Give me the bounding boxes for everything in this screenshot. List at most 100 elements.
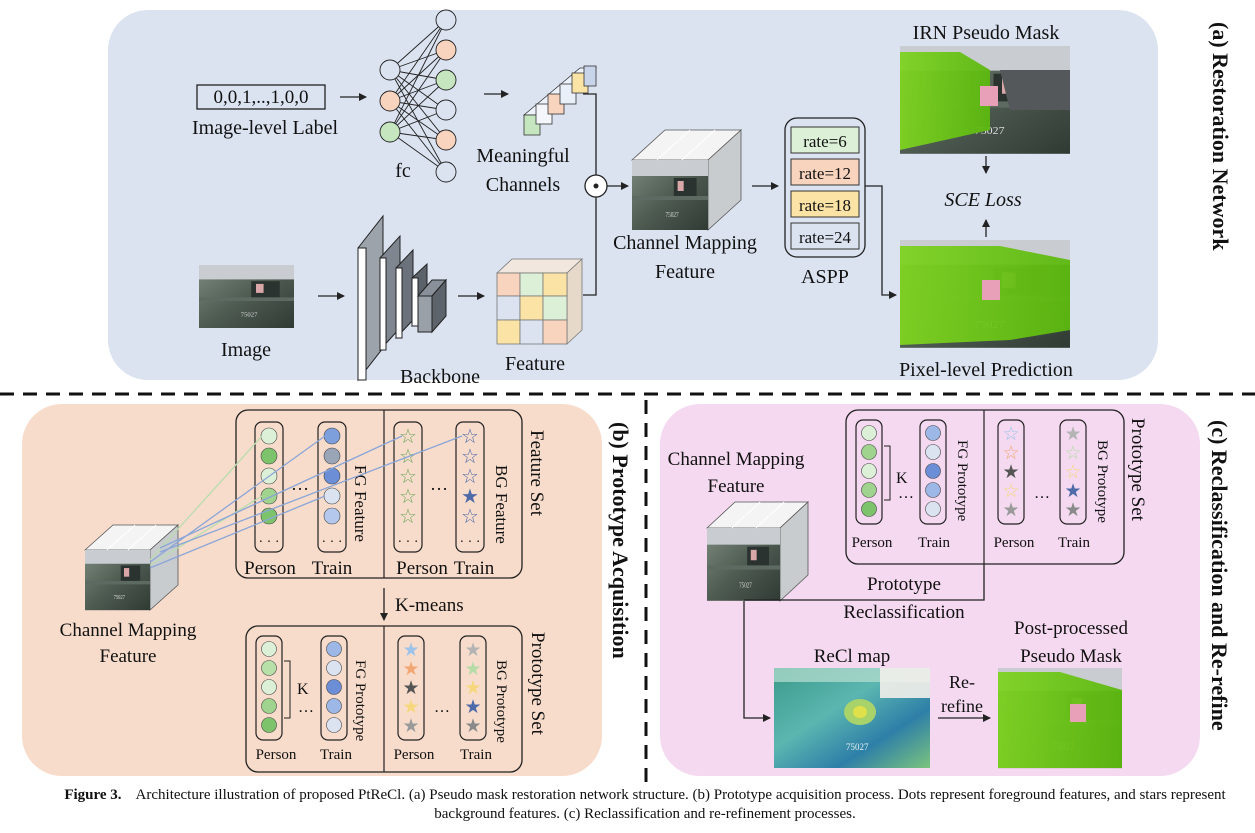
cmf-cube-b [83, 524, 180, 611]
train-bgproto-c-label: Train [1058, 535, 1090, 551]
svg-text:★: ★ [402, 697, 419, 718]
backbone-text: Backbone [400, 366, 480, 388]
label-vector-text: 0,0,1,..,1,0,0 [214, 87, 309, 108]
irn-mask-image [900, 46, 1070, 154]
fc-network [379, 9, 457, 183]
train-feature-column [317, 421, 347, 553]
prototype-set-c-frame [845, 409, 1125, 565]
person-fg-label: Person [244, 558, 296, 579]
feature-link-lines [149, 435, 463, 569]
svg-text:★: ★ [402, 716, 419, 737]
aspp-rate24-box [790, 222, 860, 250]
bg-train-vdots: · · · [460, 535, 481, 550]
k-label-c: K [896, 470, 908, 487]
svg-text:☆: ☆ [1002, 481, 1019, 502]
rerefine-text-2: refine [941, 696, 983, 716]
cmf-cube-a [630, 129, 743, 231]
line-prototype-to-cube [744, 564, 985, 601]
arrow-aspp-to-pred [865, 185, 897, 299]
svg-text:★: ★ [402, 640, 419, 661]
fg-feature-text: FG Feature [351, 465, 370, 542]
recl-map-text: ReCl map [814, 646, 891, 667]
reclass-text-1: Prototype [867, 574, 941, 595]
aspp-rate6-box [790, 126, 860, 154]
svg-text:★: ★ [402, 659, 419, 680]
svg-text:★: ★ [1002, 500, 1019, 521]
person-bgproto-c-label: Person [994, 535, 1035, 551]
person-proto-b-label: Person [256, 747, 297, 763]
bg-prototype-c-stars: ☆☆★☆★ ★☆☆★★ [1002, 424, 1081, 521]
image-level-label-text: Image-level Label [192, 117, 338, 139]
fc-text: fc [395, 160, 411, 182]
pixel-pred-text: Pixel-level Prediction [899, 359, 1073, 381]
recl-map-image: 75027 [774, 668, 930, 768]
train-prototype-c-column [919, 419, 947, 525]
svg-text:★: ★ [461, 486, 479, 508]
feature-text: Feature [505, 353, 565, 375]
aspp-rate18-box [790, 190, 860, 218]
bg-prototype-c-hdots: … [1034, 485, 1050, 502]
train-fg-label: Train [312, 558, 353, 579]
meaningful-text-1: Meaningful [476, 145, 570, 167]
bg-prototype-c-text: BG Prototype [1094, 440, 1110, 523]
fg-prototype-c-dots [861, 425, 941, 517]
panel-b-title: (b) Prototype Acquisition [608, 422, 633, 659]
meaningful-text-2: Channels [486, 174, 561, 196]
fg-prototype-b-text: FG Prototype [352, 660, 368, 742]
svg-text:☆: ☆ [399, 426, 417, 448]
odot-center [593, 183, 599, 189]
person-bgproto-b-label: Person [394, 747, 435, 763]
irn-mask-text: IRN Pseudo Mask [913, 22, 1060, 44]
bg-prototype-b-hdots: … [434, 699, 450, 716]
cmf-c-text-2: Feature [708, 476, 765, 497]
figure-caption: Figure 3.Architecture illustration of pr… [60, 786, 1230, 824]
person-proto-c-label: Person [852, 535, 893, 551]
bg-train-prototype-c-column [1059, 419, 1087, 525]
svg-text:★: ★ [1064, 500, 1081, 521]
prototype-set-b-text: Prototype Set [527, 632, 548, 736]
svg-text:☆: ☆ [461, 506, 479, 528]
backbone-block [357, 214, 448, 382]
cmf-a-text-2: Feature [655, 261, 715, 283]
cmf-cube-c [705, 501, 810, 602]
svg-text:75027: 75027 [846, 742, 869, 752]
aspp-rate12-box [790, 158, 860, 186]
svg-text:☆: ☆ [1064, 443, 1081, 464]
svg-text:★: ★ [402, 678, 419, 699]
svg-text:☆: ☆ [399, 486, 417, 508]
bg-feature-hdots: … [430, 474, 448, 494]
cmf-b-text-2: Feature [100, 646, 157, 667]
bg-person-prototype-c-column [997, 419, 1025, 525]
bg-feature-text: BG Feature [492, 465, 511, 544]
cmf-b-text-1: Channel Mapping [60, 620, 197, 641]
bg-prototype-b-stars: ★★★★★ ★★★★★ [402, 640, 481, 737]
panel-b-background [22, 404, 602, 776]
svg-text:☆: ☆ [1002, 424, 1019, 445]
fg-feature-hdots: … [291, 474, 309, 494]
svg-text:★: ★ [464, 697, 481, 718]
line-channels-to-odot [583, 93, 597, 175]
person-prototype-c-column [855, 419, 883, 525]
svg-text:★: ★ [464, 659, 481, 680]
svg-text:★: ★ [1002, 462, 1019, 483]
sce-loss-text: SCE Loss [944, 189, 1021, 211]
person-feature-vdots: · · · [259, 535, 280, 550]
train-bg-label: Train [454, 558, 495, 579]
svg-text:☆: ☆ [399, 506, 417, 528]
bg-person-feature-column [393, 421, 423, 553]
caption-text: Architecture illustration of proposed Pt… [135, 787, 1226, 822]
fg-prototype-b-hdots: … [298, 699, 314, 716]
fg-feature-dots [260, 427, 341, 525]
bg-person-prototype-b-column [397, 635, 425, 741]
svg-text:★: ★ [1064, 481, 1081, 502]
svg-text:☆: ☆ [461, 466, 479, 488]
aspp-rate-6: rate=6 [803, 132, 847, 151]
arrow-to-recl-map [743, 601, 771, 722]
image-text: Image [221, 339, 271, 361]
meaningful-channels-stack [522, 65, 598, 136]
person-prototype-b-column [255, 635, 283, 741]
train-proto-c-label: Train [918, 535, 950, 551]
aspp-text: ASPP [801, 266, 849, 288]
cmf-a-text-1: Channel Mapping [613, 232, 757, 254]
